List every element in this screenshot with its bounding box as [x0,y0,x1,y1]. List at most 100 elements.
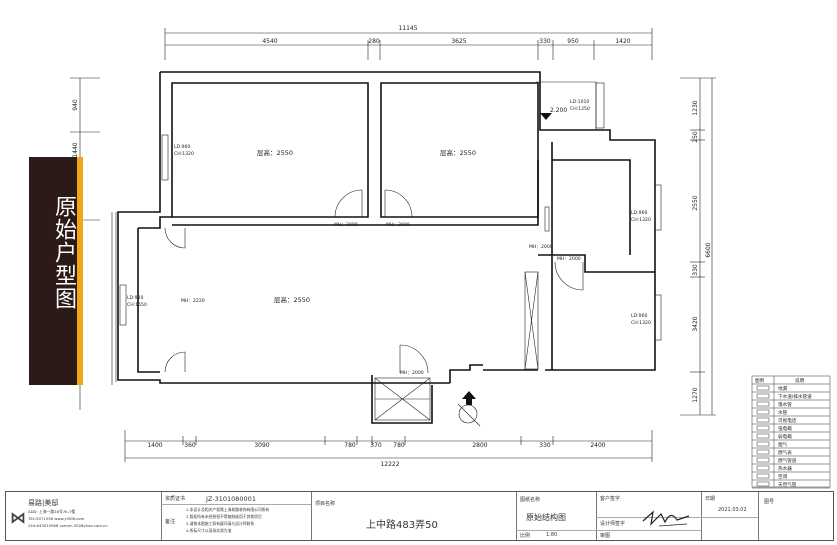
dim-right: 1230 [692,100,699,115]
dim-top: 3625 [451,38,466,45]
legend-item: 热水器 [778,465,792,472]
room-ceiling-height: 层高：2550 [440,148,476,157]
cert-label: 资质证书 [165,496,186,502]
legend-symbol-icon [756,393,770,399]
dim-bottom: 360 [184,442,196,449]
designer-signature-icon [642,510,690,527]
dim-top: 330 [539,38,551,45]
door-label: MH：2220 [181,298,205,304]
legend-item: 可视电话 [778,417,797,424]
legend-symbol-icon [756,457,770,463]
legend-symbol-icon [756,417,770,423]
legend-header-symbol: 图例 [755,377,765,384]
dim-right: 1270 [692,387,699,402]
legend-symbol-icon [756,481,770,487]
window-label: CH:1550 [127,302,147,308]
door-label: MH：2000 [386,222,410,228]
door-swings [164,189,584,374]
dim-right: 2550 [692,195,699,210]
dim-bottom: 3090 [254,442,269,449]
note-line: 1.本设计及相关产权属上海易路装饰有限公司所有 [186,507,270,512]
right-dimensions: 1230 250 2550 330 3420 1270 6600 [680,77,716,416]
legend-symbol-icon [756,401,770,407]
room-ceiling-height: 层高：2550 [274,295,310,304]
note-line: 3.请按本图施工如有疑问请与设计师联系 [186,521,255,526]
legend-item: 落水管 [778,401,792,408]
company-logo-icon: ⋈ [10,508,26,527]
dim-bottom: 780 [344,442,356,449]
legend-item: 空调 [778,473,788,480]
legend-symbol-icon [756,433,770,439]
dim-bottom: 2800 [472,442,487,449]
window-label: CH:1320 [631,217,651,223]
door-label: MH：2000 [400,370,424,376]
client-sign-label: 客户签字 [600,496,621,502]
window-label: LD:960 [631,210,647,216]
date-value: 2021.03.02 [718,507,747,513]
scale-value: 1:80 [546,532,558,538]
dim-total-top: 11145 [398,25,417,32]
door-label: MH：2000 [529,244,553,250]
legend-symbol-icon [756,385,770,391]
company-phone: TEL:5071556 www.yl508.com [28,516,85,521]
cert-number: JZ-3101080001 [206,495,256,503]
legend-item: 地漏 [778,385,788,392]
level-marker-icon [540,113,552,120]
dim-total-right: 6600 [705,242,712,257]
project-name: 上中路483弄50 [366,520,438,531]
legend-header-desc: 说明 [795,377,805,384]
dim-bottom: 2400 [590,442,605,449]
date-label: 日期 [705,496,716,502]
banner-title: 原始户型图 [51,195,76,310]
dim-right: 3420 [692,316,699,331]
scale-label: 比例 [520,533,531,539]
note-line: 2.版权所有未经授权不得复制或用于其他项目 [186,514,262,519]
legend-item: 天然气管 [778,481,797,488]
walls [111,71,662,424]
dim-total-bottom: 12222 [380,461,399,468]
legend-symbol-icon [756,441,770,447]
dim-top: 4540 [262,38,277,45]
window-label: CH:1250 [570,106,590,112]
top-dimensions: 11145 4540 280 3625 330 950 1420 [164,25,653,60]
legend-symbol-icon [756,409,770,415]
window-label: LD:960 [174,144,190,150]
legend-symbol-icon [756,449,770,455]
dim-right: 250 [692,131,699,143]
level-mark: 2.200 [550,107,567,114]
company-name: 易路|美邸 [28,499,59,507]
dim-top: 1420 [615,38,630,45]
window-label: CH:1320 [631,320,651,326]
dim-left: 940 [72,99,79,111]
company-address: ADD: 上海一路18号7b-7楼 [28,509,76,514]
note-line: 4.所标尺寸以现场实测为准 [186,528,232,533]
company-web: 244:643015566 com/m 5028yhoo.com.cn [28,523,108,528]
title-block: ⋈ 易路|美邸 ADD: 上海一路18号7b-7楼 TEL:5071556 ww… [5,491,834,541]
door-label: MH：2000 [334,222,358,228]
dim-top: 280 [368,38,380,45]
legend-item: 燃气管道 [778,457,797,464]
legend-item: 烟气 [778,441,788,448]
page-number-label: 图号 [764,499,775,505]
dim-bottom: 1400 [147,442,162,449]
dim-bottom: 370 [370,442,382,449]
dim-bottom: 330 [539,442,551,449]
project-label: 项目名称 [315,501,336,507]
legend-item: 弱电箱 [778,433,792,440]
dim-right: 330 [692,264,699,276]
dim-bottom: 780 [393,442,405,449]
legend-symbol-icon [756,425,770,431]
dim-top: 950 [567,38,579,45]
window-label: LD:1010 [570,99,589,105]
legend-symbol-icon [756,465,770,471]
dim-left: 1440 [72,142,79,157]
legend-item: 水管 [778,409,788,416]
reviewer-label: 审图 [600,533,611,539]
drawing-name: 原始结构图 [526,513,566,522]
designer-sign-label: 设计师签字 [600,521,626,527]
door-label: MH：2000 [557,256,581,262]
bottom-dimensions: 1400 360 3090 780 370 780 2800 330 2400 … [124,430,653,468]
legend-symbol-icon [756,473,770,479]
drawing-label: 图纸名称 [520,497,541,503]
